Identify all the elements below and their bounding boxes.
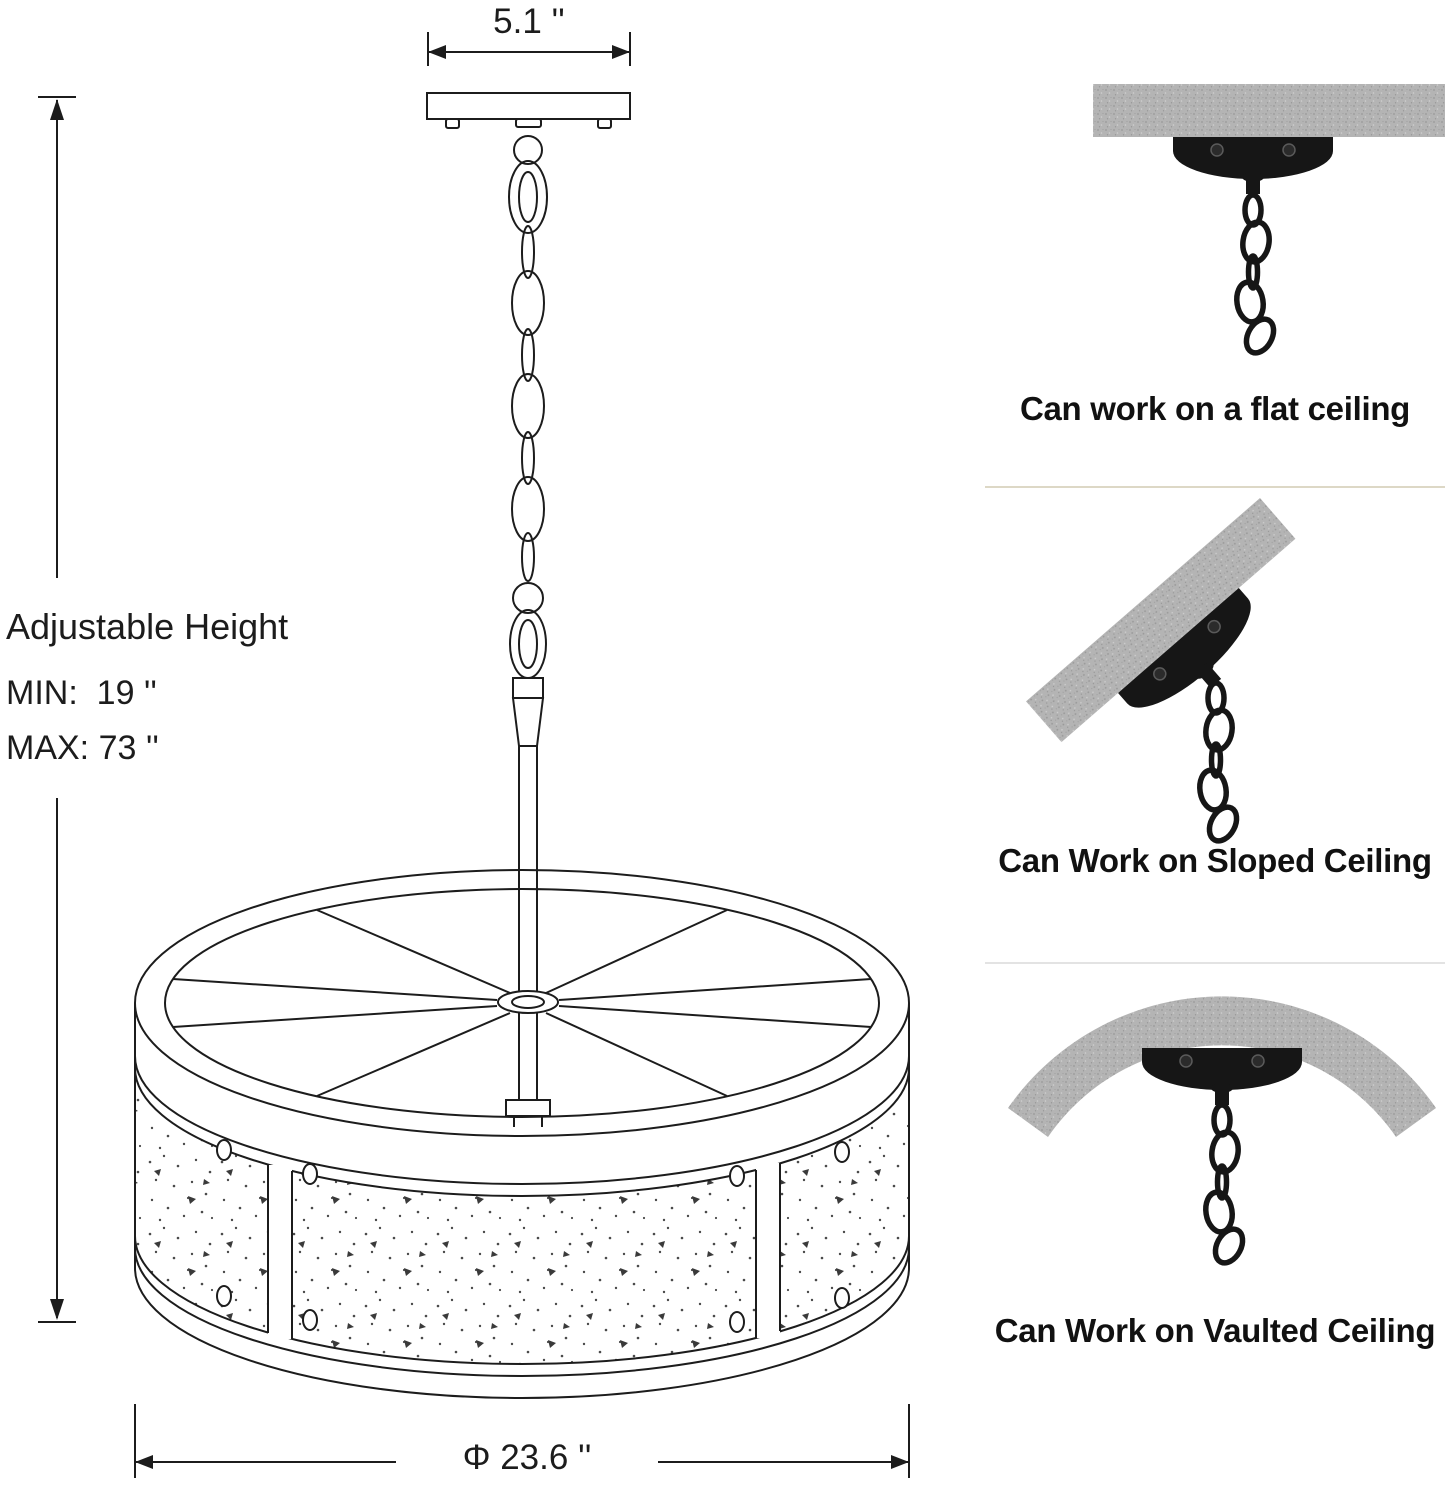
top-width-dimension-label: 5.1 ''	[493, 2, 565, 41]
adjustable-height-block: Adjustable Height MIN: 19 '' MAX: 73 ''	[6, 606, 288, 784]
chandelier-line-drawing	[38, 32, 910, 1478]
vaulted-ceiling-arch	[1008, 996, 1436, 1137]
min-height-label: MIN: 19 ''	[6, 674, 157, 712]
caption-vaulted-ceiling: Can Work on Vaulted Ceiling	[994, 1312, 1436, 1349]
flat-ceiling-slab	[1093, 84, 1445, 137]
drum-panel-texture	[135, 1068, 909, 1364]
caption-flat-ceiling: Can work on a flat ceiling	[1019, 390, 1411, 427]
ceiling-plate	[426, 92, 631, 129]
dimension-adjustable-height	[38, 96, 76, 1323]
dimension-diameter	[134, 1404, 910, 1478]
drum-wheel-top	[134, 869, 910, 1137]
drum-rivets	[216, 1139, 850, 1333]
caption-sloped-ceiling: Can Work on Sloped Ceiling	[998, 842, 1432, 879]
dimension-top-width	[427, 32, 631, 66]
diameter-dimension-label: Φ 23.6 ''	[462, 1438, 592, 1477]
flat-ceiling-mount-icon	[1093, 84, 1445, 358]
sloped-ceiling-slab	[1026, 498, 1296, 743]
center-downrod	[505, 677, 551, 1127]
vaulted-ceiling-mount-icon	[1008, 996, 1436, 1267]
drum-body	[134, 1003, 910, 1399]
max-height-label: MAX: 73 ''	[6, 729, 159, 767]
sloped-ceiling-mount-icon	[1026, 498, 1296, 846]
hanging-chain	[508, 135, 548, 679]
adjustable-height-title: Adjustable Height	[6, 606, 289, 647]
